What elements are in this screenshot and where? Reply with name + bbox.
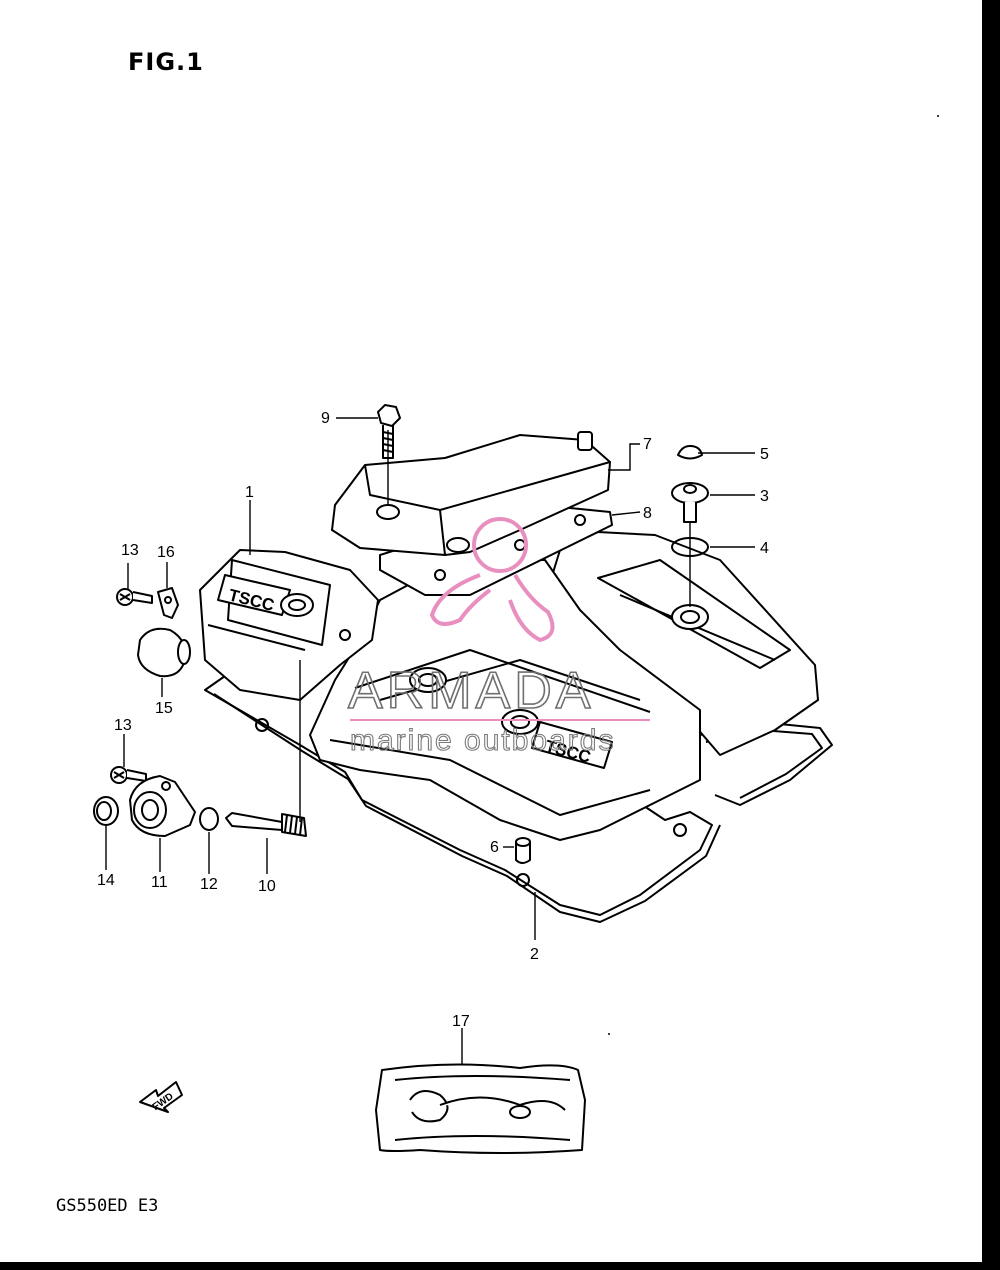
callout-8: 8 bbox=[643, 505, 652, 522]
ring-12 bbox=[199, 807, 219, 831]
oil-seal-14 bbox=[93, 796, 119, 826]
plug-15 bbox=[137, 627, 191, 678]
callout-2: 2 bbox=[530, 946, 539, 963]
callout-6: 6 bbox=[490, 839, 499, 856]
watermark-subtitle: marine outboards bbox=[350, 724, 615, 757]
callout-13-upper: 13 bbox=[121, 542, 139, 559]
callout-17: 17 bbox=[452, 1013, 470, 1030]
scan-border-right bbox=[982, 0, 1000, 1270]
watermark: ARMADA marine outboards bbox=[347, 517, 650, 758]
callout-11: 11 bbox=[151, 874, 168, 891]
gasket-set-bag-17 bbox=[375, 1063, 586, 1154]
cap-bolt-3 bbox=[671, 482, 709, 523]
callout-9: 9 bbox=[321, 410, 330, 427]
callout-labels: 1 2 3 4 5 6 7 8 9 10 11 12 13 13 14 15 1… bbox=[97, 410, 769, 1030]
callout-4: 4 bbox=[760, 540, 769, 557]
callout-3: 3 bbox=[760, 488, 769, 505]
callout-7: 7 bbox=[643, 436, 652, 453]
tachometer-gear-10 bbox=[225, 812, 307, 837]
callout-12: 12 bbox=[200, 876, 218, 893]
watermark-logo-icon bbox=[429, 517, 555, 643]
exploded-view-diagram: TSCC TSCC bbox=[93, 115, 939, 1154]
scan-border-bottom bbox=[0, 1262, 1000, 1270]
gear-housing-11 bbox=[129, 775, 196, 837]
parts-diagram-sheet: FIG.1 bbox=[56, 48, 939, 1216]
cap-5 bbox=[677, 445, 703, 460]
fwd-arrow-icon: FWD bbox=[139, 1081, 183, 1113]
dowel-pin-6 bbox=[515, 837, 531, 864]
callout-10: 10 bbox=[258, 878, 276, 895]
watermark-title: ARMADA bbox=[348, 662, 594, 720]
breather-cover bbox=[331, 431, 611, 556]
callout-5: 5 bbox=[760, 446, 769, 463]
leader-lines bbox=[105, 417, 755, 1065]
callout-1: 1 bbox=[245, 484, 254, 501]
figure-title: FIG.1 bbox=[128, 48, 204, 76]
screw-13a bbox=[116, 588, 153, 606]
callout-13-lower: 13 bbox=[114, 717, 132, 734]
screw-13b bbox=[110, 766, 147, 784]
model-code: GS550ED E3 bbox=[56, 1196, 159, 1216]
callout-14: 14 bbox=[97, 872, 115, 889]
cylinder-head-cover: TSCC TSCC bbox=[199, 531, 819, 841]
bolt-9 bbox=[377, 404, 401, 459]
callout-15: 15 bbox=[155, 700, 173, 717]
callout-16: 16 bbox=[157, 544, 175, 561]
